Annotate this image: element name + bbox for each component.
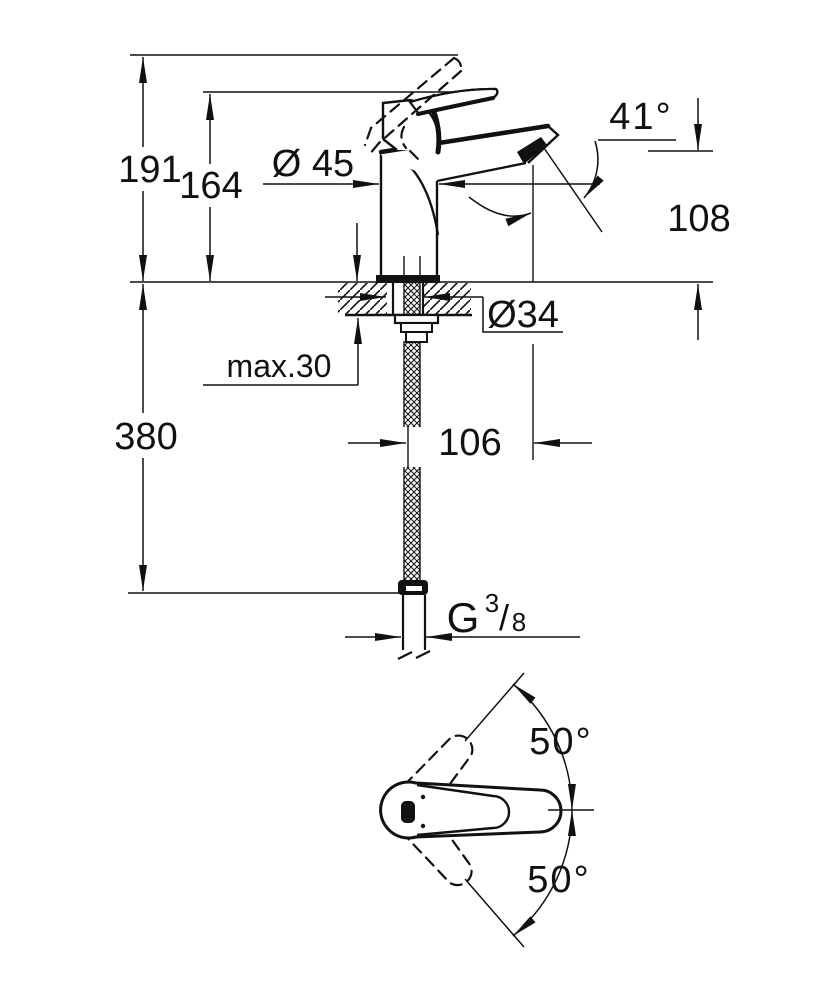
label-bg-380 — [110, 413, 182, 458]
thread-label-numerator: 3 — [485, 588, 499, 618]
thread-tailpiece — [397, 595, 431, 660]
dim-label-191: 191 — [118, 149, 181, 191]
label-bg-191 — [116, 147, 184, 191]
thread-label-g: G — [447, 594, 480, 641]
dimension-labels: 191 164 Ø 45 41° 108 Ø34 max.30 380 106 … — [110, 96, 731, 901]
handle-dot-bottom — [420, 823, 426, 829]
flexible-hose — [403, 283, 421, 580]
dim-label-50-upper: 50° — [529, 721, 592, 763]
deck-section — [338, 283, 472, 317]
aerator-outlet — [517, 137, 547, 164]
lever-neck — [431, 109, 442, 155]
handle-lever-solid — [408, 87, 499, 155]
dim-label-50-lower: 50° — [527, 859, 590, 901]
dim-label-108: 108 — [667, 198, 730, 240]
dim-label-380: 380 — [114, 416, 177, 458]
hose-connector — [398, 580, 428, 595]
thread-label-g38: G 3 / 8 — [447, 588, 527, 641]
handle-dot-top — [420, 794, 426, 800]
dim-label-max30: max.30 — [227, 348, 332, 384]
faucet-base — [376, 275, 440, 283]
dim-label-106: 106 — [438, 422, 501, 464]
handle-lever-dashed-open — [363, 56, 463, 161]
faucet-side-view — [363, 56, 560, 283]
dim-label-164: 164 — [179, 165, 242, 207]
dim-label-diameter-34: Ø34 — [487, 294, 559, 336]
thread-label-denominator: 8 — [512, 607, 526, 637]
supply-stem — [403, 256, 421, 275]
dim-label-angle-41: 41° — [609, 96, 672, 138]
handle-top-view — [379, 672, 594, 948]
mounting-nut-stack — [393, 313, 440, 343]
thread-label-slash: / — [499, 597, 509, 638]
handle-inner-contour — [416, 783, 511, 837]
spout — [378, 123, 560, 183]
handle-indicator-mark — [401, 801, 415, 823]
label-bg-164 — [180, 164, 244, 207]
dim-label-diameter-45: Ø 45 — [272, 143, 354, 185]
